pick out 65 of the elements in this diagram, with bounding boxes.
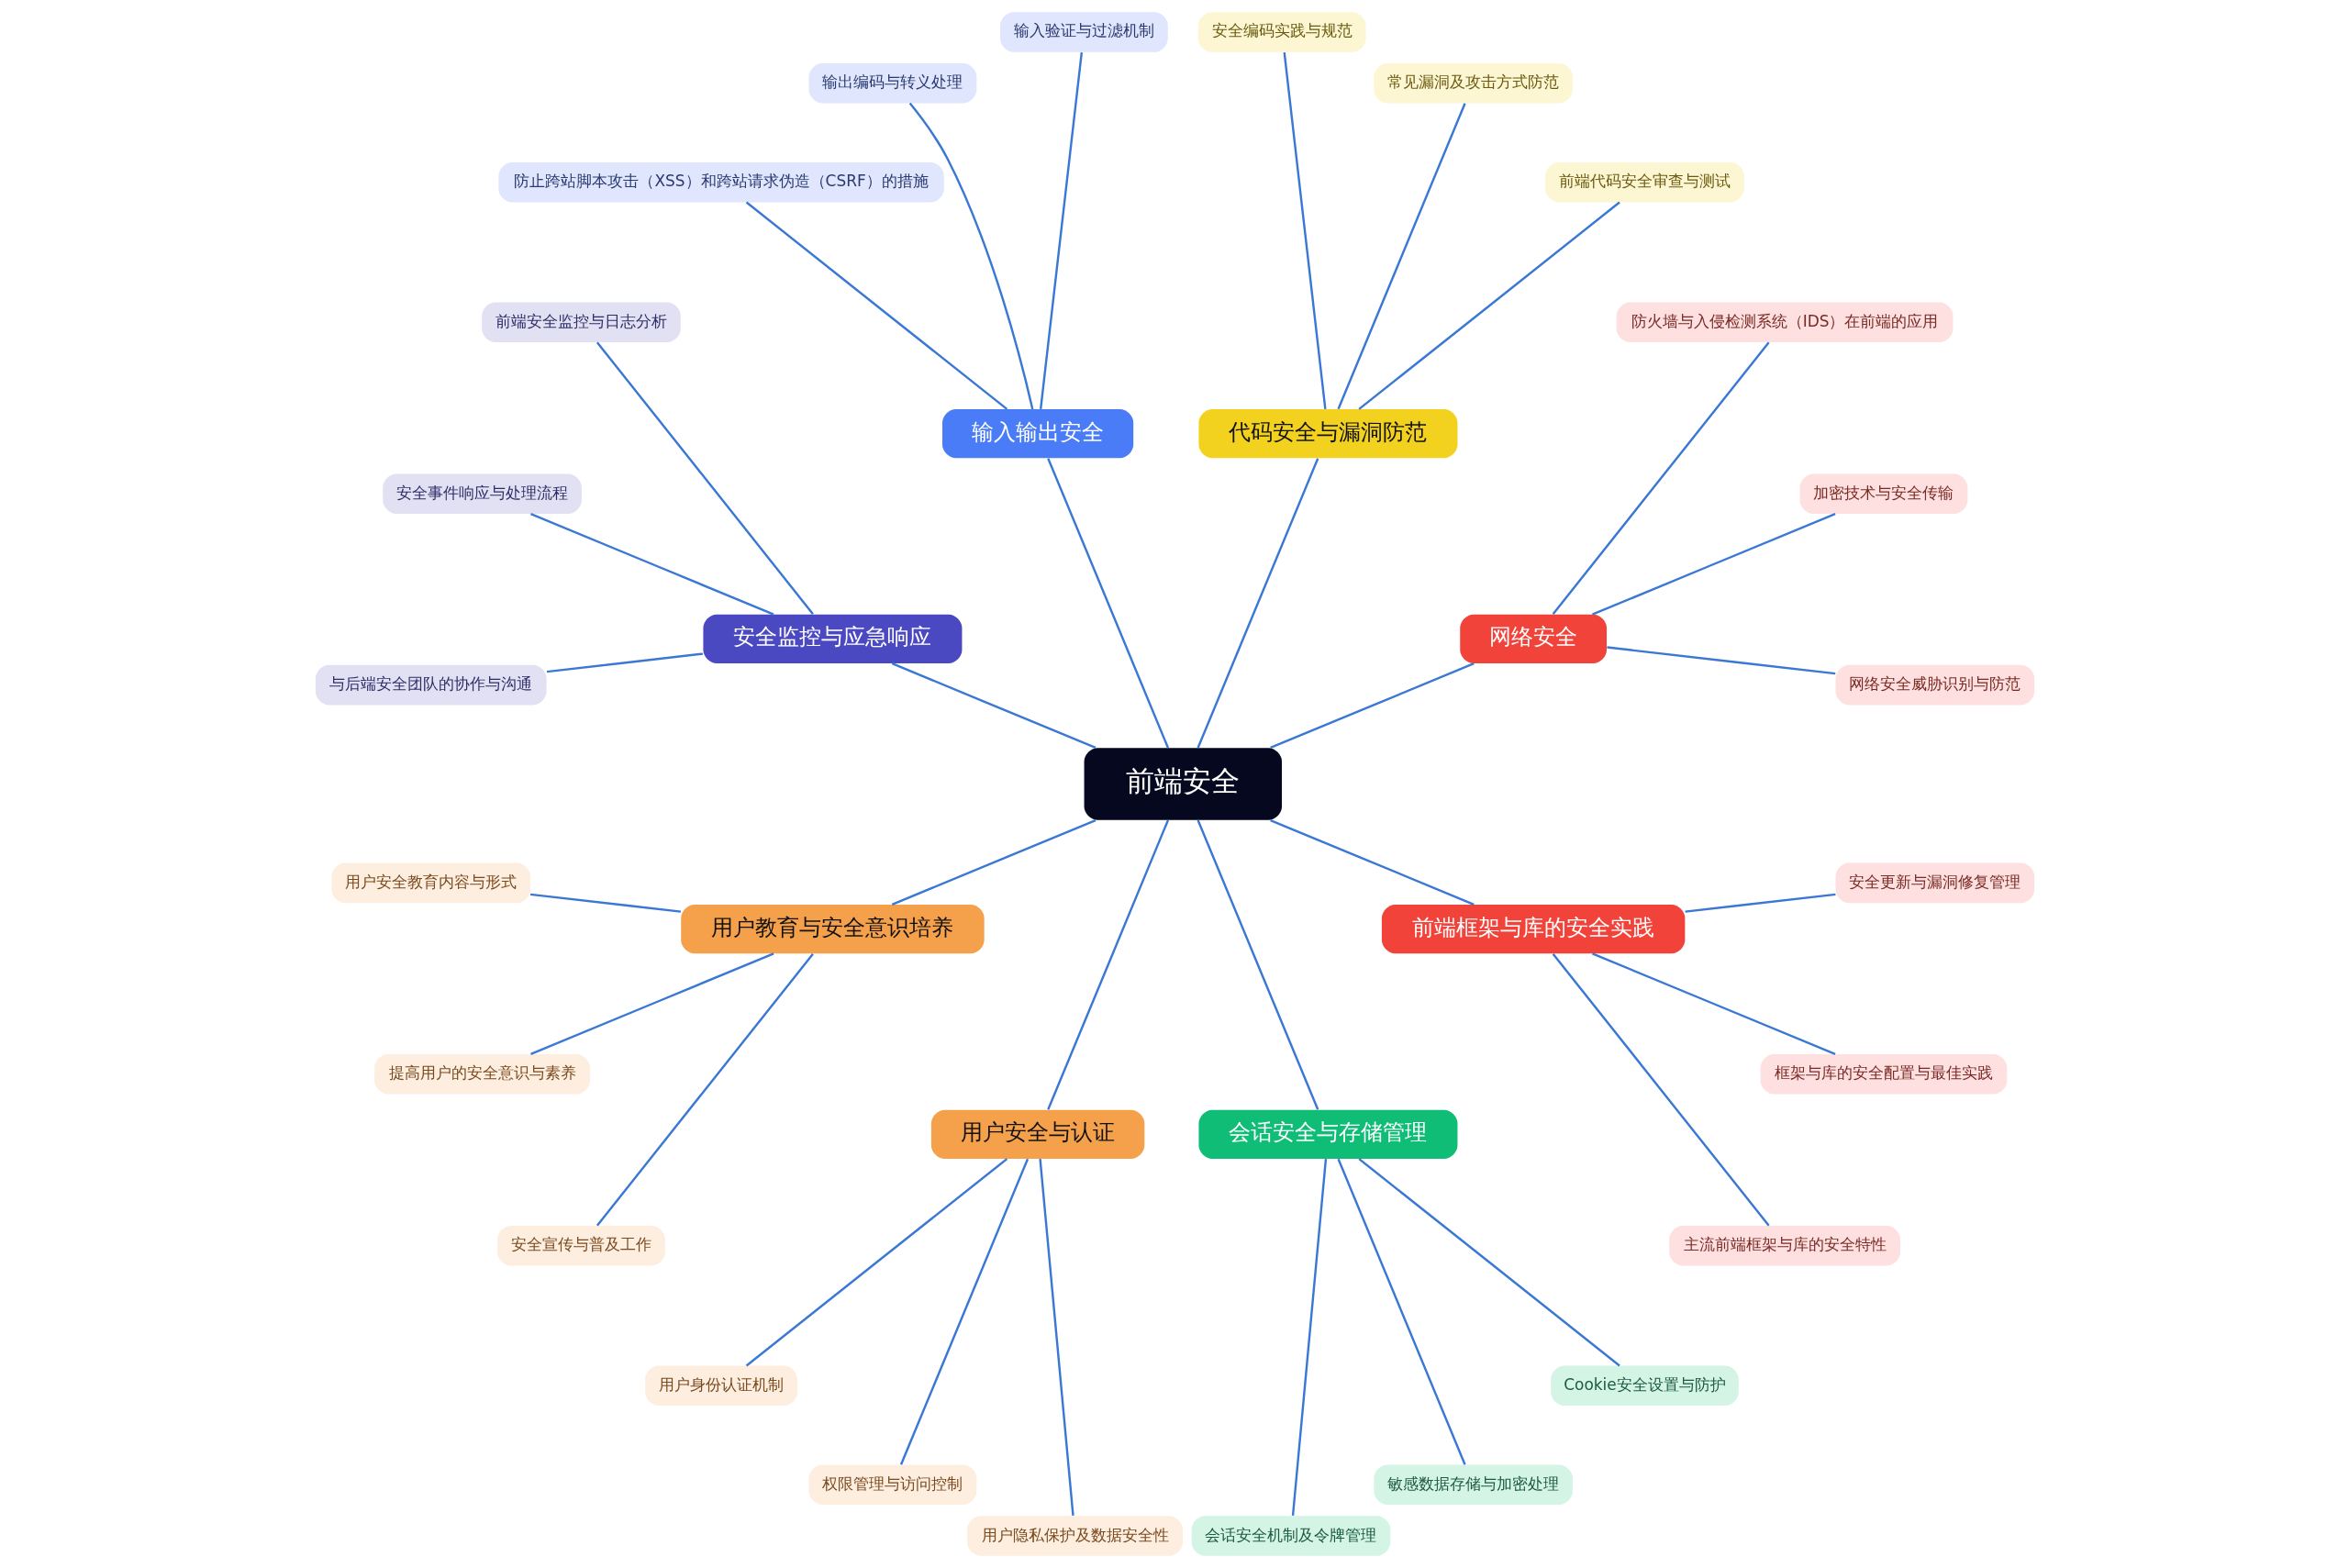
connector	[891, 662, 1096, 750]
node-box: 前端安全监控与日志分析	[481, 302, 681, 343]
connector	[1283, 51, 1327, 410]
connector	[1336, 1158, 1466, 1465]
node-box: 输入验证与过滤机制	[999, 12, 1168, 52]
connector	[1552, 341, 1770, 615]
connector	[1684, 893, 1836, 913]
node-box: 用户教育与安全意识培养	[680, 905, 985, 954]
connector	[745, 1158, 1008, 1367]
node-box: 安全宣传与普及工作	[496, 1225, 665, 1266]
node-box: 用户身份认证机制	[644, 1365, 797, 1407]
connector	[1046, 819, 1169, 1110]
node-box: 提高用户的安全意识与素养	[373, 1054, 590, 1095]
connector	[529, 952, 774, 1056]
connector	[1197, 458, 1319, 749]
node-box: 前端框架与库的安全实践	[1381, 905, 1685, 954]
node-box: 代码安全与漏洞防范	[1197, 409, 1457, 459]
connector	[1552, 953, 1770, 1227]
connector	[1357, 201, 1620, 410]
connector	[1606, 646, 1835, 675]
node-box: 输入输出安全	[941, 409, 1133, 459]
node-box: 敏感数据存储与加密处理	[1373, 1464, 1573, 1505]
node-box: 安全监控与应急响应	[702, 614, 962, 663]
connector	[1038, 1158, 1074, 1517]
connector	[1336, 103, 1466, 410]
connector	[1046, 458, 1169, 749]
node-box: 用户隐私保护及数据安全性	[966, 1516, 1183, 1556]
connector	[745, 201, 1008, 410]
connector	[891, 818, 1096, 906]
node-box: 与后端安全团队的协作与沟通	[315, 664, 547, 706]
connector	[1269, 662, 1475, 750]
node-box: 输出编码与转义处理	[808, 63, 976, 104]
node-box: 网络安全	[1459, 614, 1607, 663]
connector	[1591, 512, 1836, 616]
node-box: 权限管理与访问控制	[808, 1464, 976, 1505]
node-box: 会话安全机制及令牌管理	[1191, 1516, 1390, 1556]
node-box: 防止跨站脚本攻击（XSS）和跨站请求伪造（CSRF）的措施	[497, 161, 944, 203]
connector	[1039, 51, 1083, 410]
node-box: 框架与库的安全配置与最佳实践	[1760, 1054, 2007, 1095]
connector	[546, 652, 703, 673]
node-box: 常见漏洞及攻击方式防范	[1373, 63, 1573, 104]
node-box: 会话安全与存储管理	[1197, 1109, 1457, 1159]
node-box: Cookie安全设置与防护	[1550, 1365, 1739, 1407]
node-box: 安全事件响应与处理流程	[382, 473, 582, 514]
connector	[596, 953, 814, 1227]
node-box: 用户安全教育内容与形式	[330, 862, 530, 904]
connector	[908, 102, 1033, 410]
connector	[1291, 1158, 1327, 1517]
node-box: 加密技术与安全传输	[1799, 473, 1967, 514]
node-box: 网络安全威胁识别与防范	[1835, 664, 2034, 706]
node-box: 防火墙与入侵检测系统（IDS）在前端的应用	[1616, 302, 1953, 343]
node-box: 安全更新与漏洞修复管理	[1835, 862, 2034, 904]
connector	[1591, 952, 1836, 1056]
node-box: 前端代码安全审查与测试	[1544, 161, 1744, 203]
connector	[1357, 1158, 1620, 1367]
connector	[529, 512, 774, 616]
connector	[1269, 818, 1475, 906]
connector	[529, 893, 681, 913]
connector	[899, 1158, 1029, 1465]
node-box: 前端安全	[1084, 748, 1282, 820]
connector	[596, 341, 814, 615]
node-box: 用户安全与认证	[930, 1109, 1144, 1159]
node-box: 主流前端框架与库的安全特性	[1668, 1225, 1900, 1266]
node-box: 安全编码实践与规范	[1197, 12, 1366, 52]
connector	[1197, 819, 1319, 1110]
